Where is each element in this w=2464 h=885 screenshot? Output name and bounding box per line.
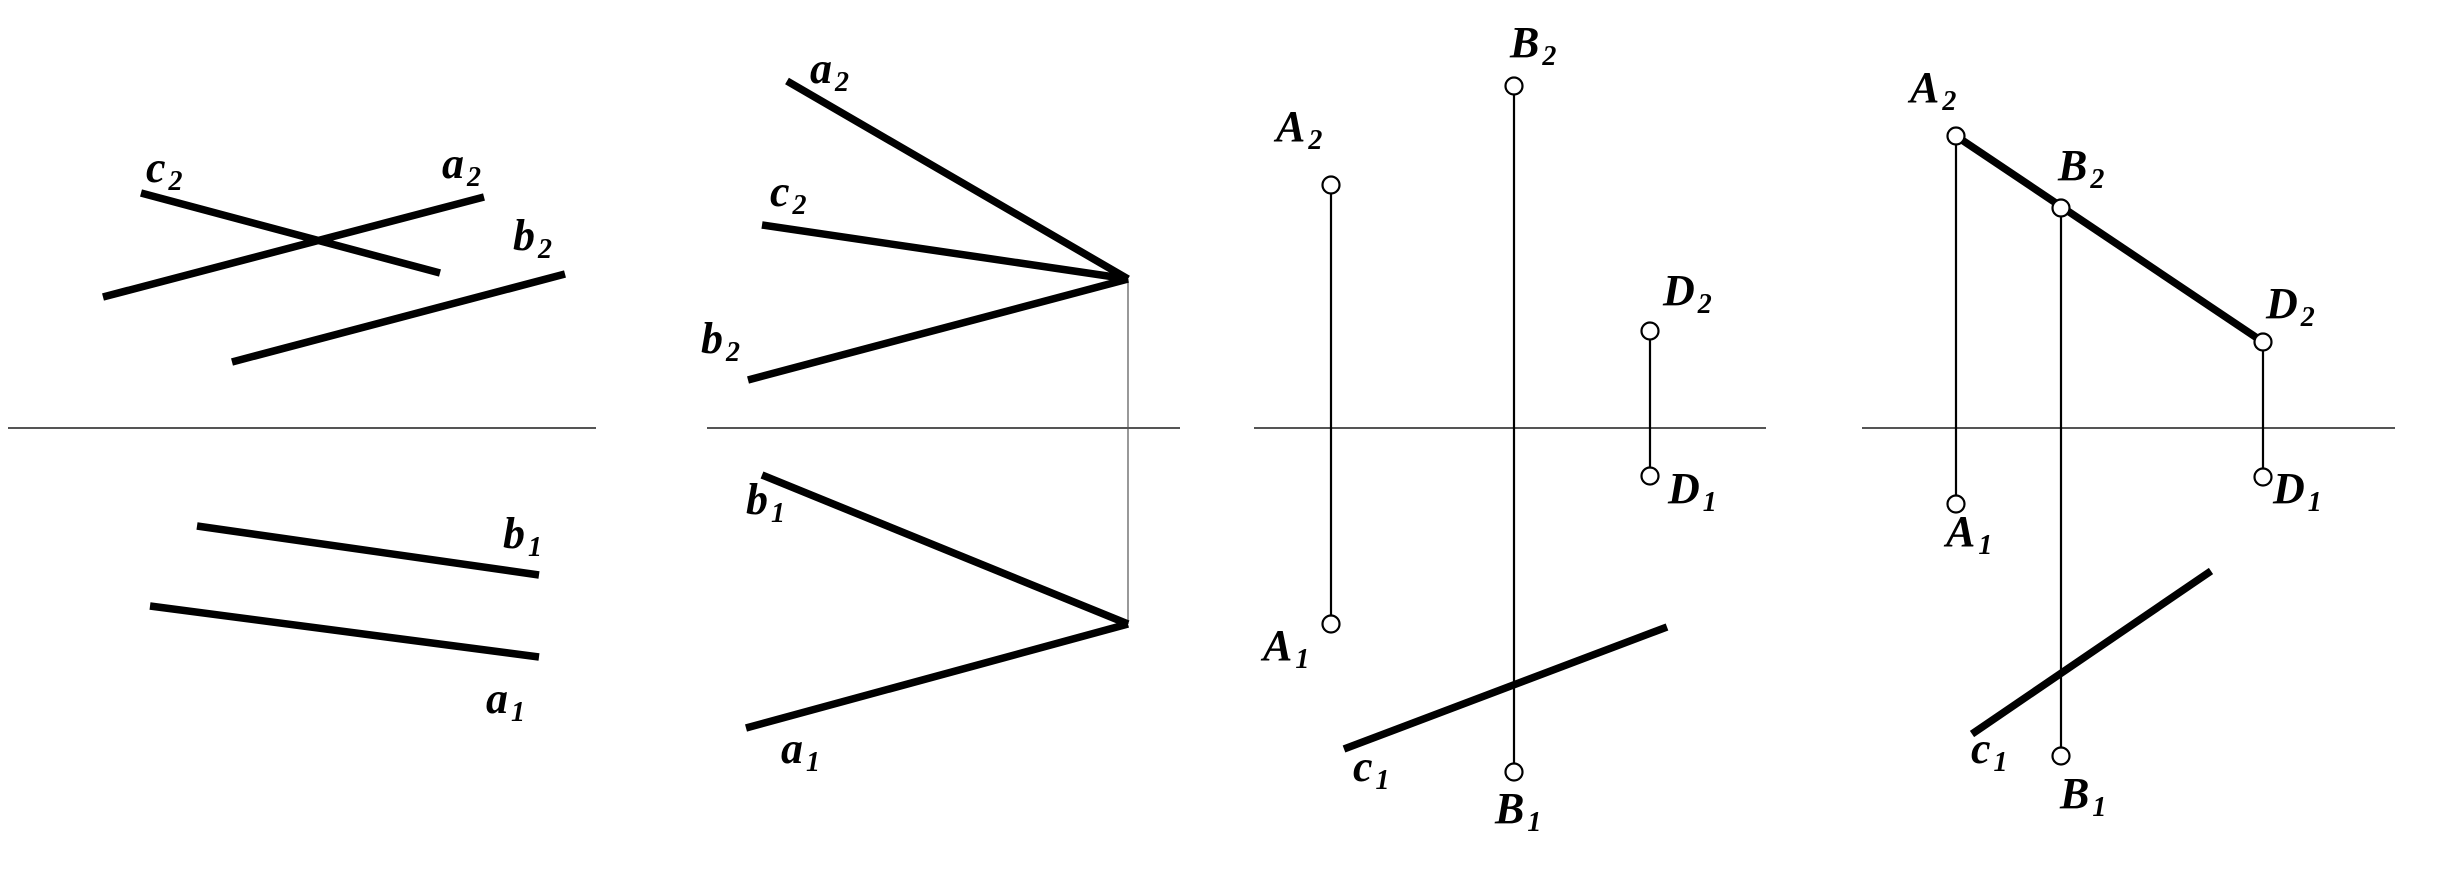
segment-c2: [140, 189, 441, 277]
point-B1: [1504, 762, 1524, 782]
segment-a2: [785, 77, 1130, 283]
point-D2: [2253, 332, 2273, 352]
segment-a1: [149, 602, 540, 661]
point-D1: [2253, 467, 2273, 487]
point-D1: [1640, 466, 1660, 486]
segment-AD2: [1953, 132, 2266, 346]
segment-a2: [102, 193, 485, 301]
point-B2: [1504, 76, 1524, 96]
segment-c1: [1969, 567, 2214, 738]
segment-b1: [196, 522, 540, 579]
segment-c2: [761, 221, 1129, 283]
point-A1: [1946, 494, 1966, 514]
segment-b2: [747, 275, 1129, 384]
segment-a1: [745, 620, 1129, 732]
segment-b2: [231, 270, 566, 366]
point-A1: [1321, 614, 1341, 634]
point-A2: [1321, 175, 1341, 195]
point-A2: [1946, 126, 1966, 146]
point-B2: [2051, 198, 2071, 218]
segment-c1: [1342, 623, 1669, 753]
segment-b1: [760, 471, 1130, 628]
point-D2: [1640, 321, 1660, 341]
point-B1: [2051, 746, 2071, 766]
